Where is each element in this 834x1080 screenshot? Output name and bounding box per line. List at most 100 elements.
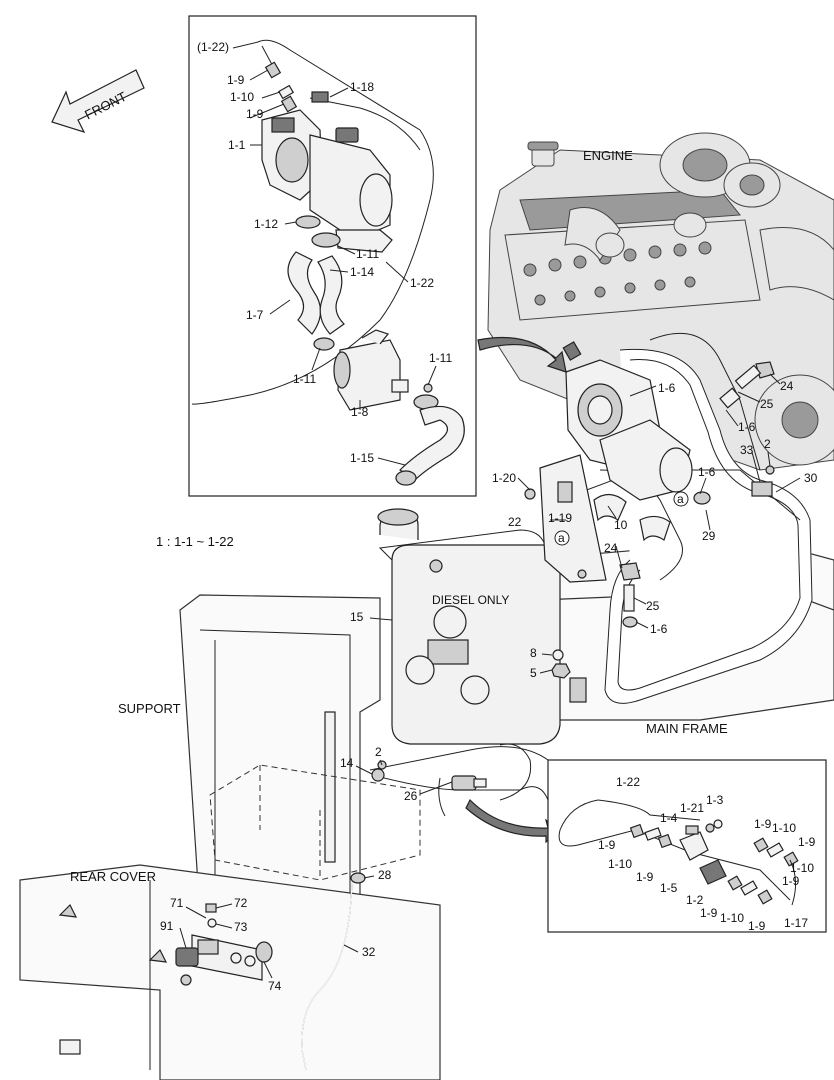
knob-74 [255, 941, 273, 963]
fan-pulley [754, 374, 834, 466]
callout-bottom-1-2: 1-2 [686, 893, 704, 907]
callout-1-20: 1-20 [492, 471, 516, 485]
dashed-outline [209, 764, 421, 881]
callout-25-a: 25 [760, 397, 774, 411]
callout-72: 72 [234, 896, 248, 910]
callout-inset-1-22-ref: (1-22) [197, 40, 229, 54]
callout-inset-1-15: 1-15 [350, 451, 374, 465]
bolt-2-top [765, 465, 775, 475]
callout-arrow-top [477, 336, 567, 373]
mounting-plate-22 [539, 454, 607, 583]
callout-inset-1-10-a: 1-10 [230, 90, 254, 104]
callout-bottom-1-9-b: 1-9 [636, 870, 654, 884]
callout-26: 26 [404, 789, 418, 803]
inset-hose-1-15 [399, 405, 465, 481]
inset-fuel-line-detail: 1-22 1-21 1-3 1-4 1-9 1-10 1-9 1-9 1-10 … [547, 759, 827, 933]
callout-arrow-bottom [465, 798, 561, 844]
main-frame-label: MAIN FRAME [646, 721, 728, 736]
washer-73 [207, 918, 217, 928]
callout-29: 29 [702, 529, 716, 543]
callout-71: 71 [170, 896, 184, 910]
callout-1-6-b: 1-6 [738, 420, 756, 434]
callout-bottom-1-17: 1-17 [784, 916, 808, 930]
callout-1-6-c: 1-6 [698, 465, 716, 479]
fitting-24-top [734, 361, 775, 390]
callout-bottom-1-5: 1-5 [660, 881, 678, 895]
callout-inset-1-1: 1-1 [228, 138, 246, 152]
inset-part-1-21 [705, 823, 715, 833]
inset-part-1-4 [685, 825, 699, 835]
callout-bottom-1-4: 1-4 [660, 811, 678, 825]
callouts-main: 1-6 24 25 1-6 33 2 30 1-20 1-6 22 1-19 1… [160, 379, 818, 993]
engine-bolt-row [523, 241, 712, 306]
inset-clamp-1-12 [295, 215, 321, 229]
bracket-33 [751, 481, 773, 497]
callout-inset-1-11-b: 1-11 [293, 372, 316, 386]
inset-connector-1-18 [311, 91, 329, 103]
callout-91: 91 [160, 919, 174, 933]
inset-pump-1-2 [699, 859, 727, 885]
svg-text:a: a [677, 492, 684, 506]
clip-14 [371, 768, 385, 782]
scale-note: 1 : 1-1 ~ 1-22 [156, 534, 234, 549]
control-panel [175, 903, 273, 986]
clamp-28 [350, 872, 366, 884]
inset-clamp-1-11-a [311, 232, 341, 248]
callout-bottom-1-9-f: 1-9 [798, 835, 816, 849]
engine-label: ENGINE [583, 148, 633, 163]
fuel-pump-26 [451, 775, 487, 791]
callout-inset-1-8: 1-8 [351, 405, 369, 419]
bolt-1-20 [524, 488, 536, 500]
callout-2-b: 2 [375, 745, 382, 759]
callout-inset-1-11-c: 1-11 [429, 351, 452, 365]
callout-bottom-1-22: 1-22 [616, 775, 640, 789]
timer-91 [175, 947, 199, 967]
callout-33: 33 [740, 443, 754, 457]
callout-24-b: 24 [604, 541, 618, 555]
callout-2-a: 2 [764, 437, 771, 451]
filler-cap [527, 141, 559, 167]
callout-bottom-1-9-a: 1-9 [598, 838, 616, 852]
callout-73: 73 [234, 920, 248, 934]
callout-bottom-1-10-c: 1-10 [720, 911, 744, 925]
clamp-10 [593, 493, 627, 522]
mark-a-2: a [673, 491, 689, 507]
callout-inset-1-12: 1-12 [254, 217, 278, 231]
inset-hose-1-7 [287, 251, 322, 335]
callout-32: 32 [362, 945, 376, 959]
callout-5: 5 [530, 666, 537, 680]
callout-inset-1-18: 1-18 [350, 80, 374, 94]
svg-text:a: a [558, 531, 565, 545]
callout-inset-1-9-b: 1-9 [246, 107, 264, 121]
section-labels: ENGINE SUPPORT MAIN FRAME REAR COVER 1 :… [70, 148, 728, 884]
callout-bottom-1-21: 1-21 [680, 801, 704, 815]
callout-bottom-1-9-c: 1-9 [754, 817, 772, 831]
heater-installed [524, 341, 711, 583]
tank-filler-neck [377, 508, 419, 540]
callout-30: 30 [804, 471, 818, 485]
callout-25-b: 25 [646, 599, 660, 613]
inset-heater-body [261, 109, 393, 253]
fitting-24-lower [619, 562, 641, 581]
callout-inset-1-7: 1-7 [246, 308, 264, 322]
rear-cover-label: REAR COVER [70, 869, 156, 884]
callout-inset-1-11-a: 1-11 [356, 247, 379, 261]
support-frame [179, 594, 381, 931]
callout-1-19: 1-19 [548, 511, 572, 525]
callout-74: 74 [268, 979, 282, 993]
washer-8 [552, 649, 564, 661]
inset-part-1-3 [713, 819, 723, 829]
callout-14: 14 [340, 756, 354, 770]
front-arrow: FRONT [51, 69, 145, 133]
leader-lines-main [179, 373, 801, 979]
callout-inset-1-14: 1-14 [350, 265, 374, 279]
screw-72 [205, 903, 217, 913]
callout-28: 28 [378, 868, 392, 882]
callout-bottom-1-9-d: 1-9 [700, 906, 718, 920]
inset-fitting-1-9-b [280, 95, 298, 113]
mark-a-1: a [554, 530, 570, 546]
drain-hose-32 [301, 872, 366, 1071]
callout-10: 10 [614, 518, 628, 532]
callout-bottom-1-10-b: 1-10 [772, 821, 796, 835]
